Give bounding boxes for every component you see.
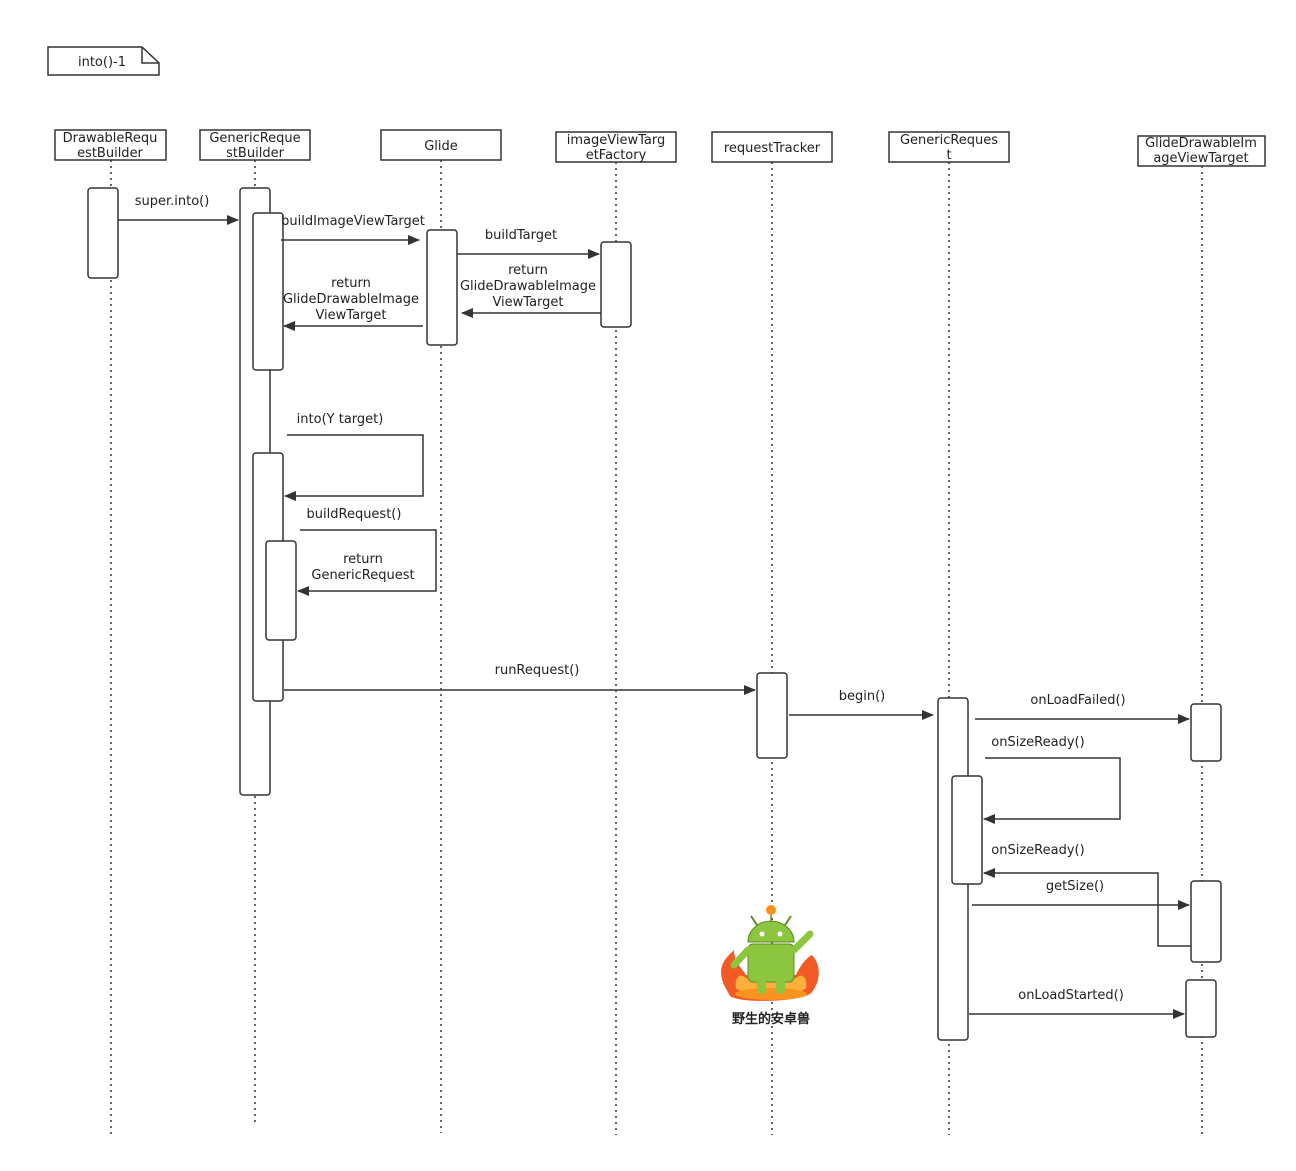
message-label-on-size-ready: onSizeReady(): [991, 843, 1084, 858]
message-label-return-factory: return GlideDrawableImage ViewTarget: [460, 263, 596, 310]
message-label-build-target: buildTarget: [485, 228, 557, 243]
activation-bar: [1190, 703, 1222, 762]
activation-bar: [1185, 979, 1217, 1038]
android-robot-fire-icon: [721, 905, 819, 1001]
participant-line1: GenericReque: [209, 131, 300, 146]
message-label-run-request: runRequest(): [495, 663, 580, 678]
message-label-begin: begin(): [839, 689, 886, 704]
participant-line2: etFactory: [586, 148, 647, 163]
message-label-line: return: [343, 552, 383, 567]
message-label-line: return: [508, 263, 548, 278]
participant-generic-request-builder: GenericReque stBuilder: [199, 129, 311, 161]
participant-generic-request: GenericReques t: [888, 131, 1010, 163]
message-label-build-image-view-target: buildImageViewTarget: [281, 214, 425, 229]
message-label-build-request: buildRequest(): [307, 507, 402, 522]
participant-glide: Glide: [380, 129, 502, 161]
participant-line1: imageViewTarg: [567, 133, 665, 148]
activation-bar: [252, 212, 284, 371]
message-label-into-target: into(Y target): [297, 412, 384, 427]
participant-drawable-request-builder: DrawableRequ estBuilder: [54, 129, 167, 161]
message-label-line: GlideDrawableImage: [460, 279, 596, 294]
frame-label: into()-1: [47, 46, 160, 76]
participant-request-tracker: requestTracker: [711, 131, 833, 163]
message-label-super-into: super.into(): [135, 194, 210, 209]
participant-line1: GenericReques: [900, 133, 998, 148]
message-label-return-generic-request: return GenericRequest: [311, 552, 414, 583]
participant-line2: ageViewTarget: [1153, 151, 1248, 166]
activation-bar: [600, 241, 632, 328]
participant-line1: GlideDrawableIm: [1145, 136, 1257, 151]
message-label-on-load-started: onLoadStarted(): [1018, 988, 1124, 1003]
message-label-line: GlideDrawableImage: [283, 292, 419, 307]
activation-bar: [265, 540, 297, 641]
message-arrow-on-size-ready-self: [983, 757, 1121, 824]
message-label-line: return: [331, 276, 371, 291]
participant-glide-drawable-image-view-target: GlideDrawableIm ageViewTarget: [1137, 135, 1266, 167]
activation-bar: [756, 672, 788, 759]
activation-bar: [951, 775, 983, 885]
message-label-line: GenericRequest: [311, 568, 414, 583]
participant-line2: stBuilder: [226, 146, 285, 161]
participant-line1: requestTracker: [724, 141, 821, 156]
frame-label-text: into()-1: [78, 55, 126, 70]
participant-line2: t: [946, 148, 951, 163]
message-label-return-glide: return GlideDrawableImage ViewTarget: [283, 276, 419, 323]
activation-bar: [426, 229, 458, 346]
message-label-line: ViewTarget: [492, 295, 563, 310]
watermark-text: 野生的安卓兽: [732, 1011, 810, 1027]
participant-line1: DrawableRequ: [63, 131, 158, 146]
participant-image-view-target-factory: imageViewTarg etFactory: [555, 131, 677, 163]
activation-bar: [1190, 880, 1222, 963]
message-label-on-size-ready: onSizeReady(): [991, 735, 1084, 750]
message-label-line: ViewTarget: [315, 308, 386, 323]
message-arrow-build-request: [297, 529, 437, 596]
activation-bar: [87, 187, 119, 279]
message-arrow-into-target: [284, 434, 424, 501]
message-label-get-size: getSize(): [1046, 879, 1104, 894]
message-arrow-on-size-ready-callback: [983, 868, 1191, 947]
message-label-on-load-failed: onLoadFailed(): [1030, 693, 1125, 708]
participant-line1: Glide: [424, 139, 458, 154]
participant-line2: estBuilder: [77, 146, 143, 161]
